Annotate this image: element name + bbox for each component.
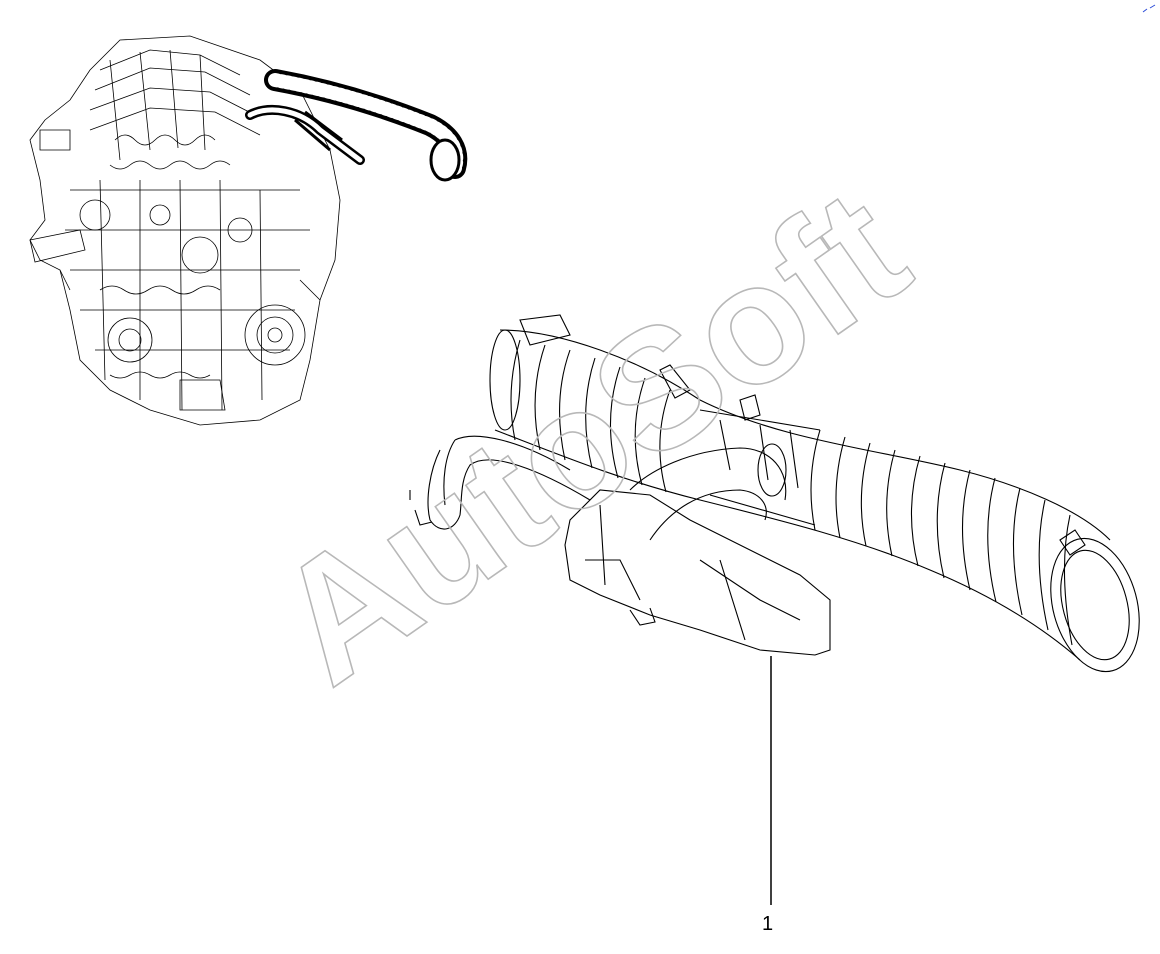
watermark-text: AutoSoft [242,153,939,720]
autosoft-watermark: AutoSoft [241,152,939,721]
engine-highlighted-hose [245,69,468,182]
engine-overview-drawing [29,35,341,426]
corner-mark [1142,4,1156,13]
air-intake-hose-assembly [409,314,1140,673]
callout-label-1[interactable]: 1 [762,913,774,935]
